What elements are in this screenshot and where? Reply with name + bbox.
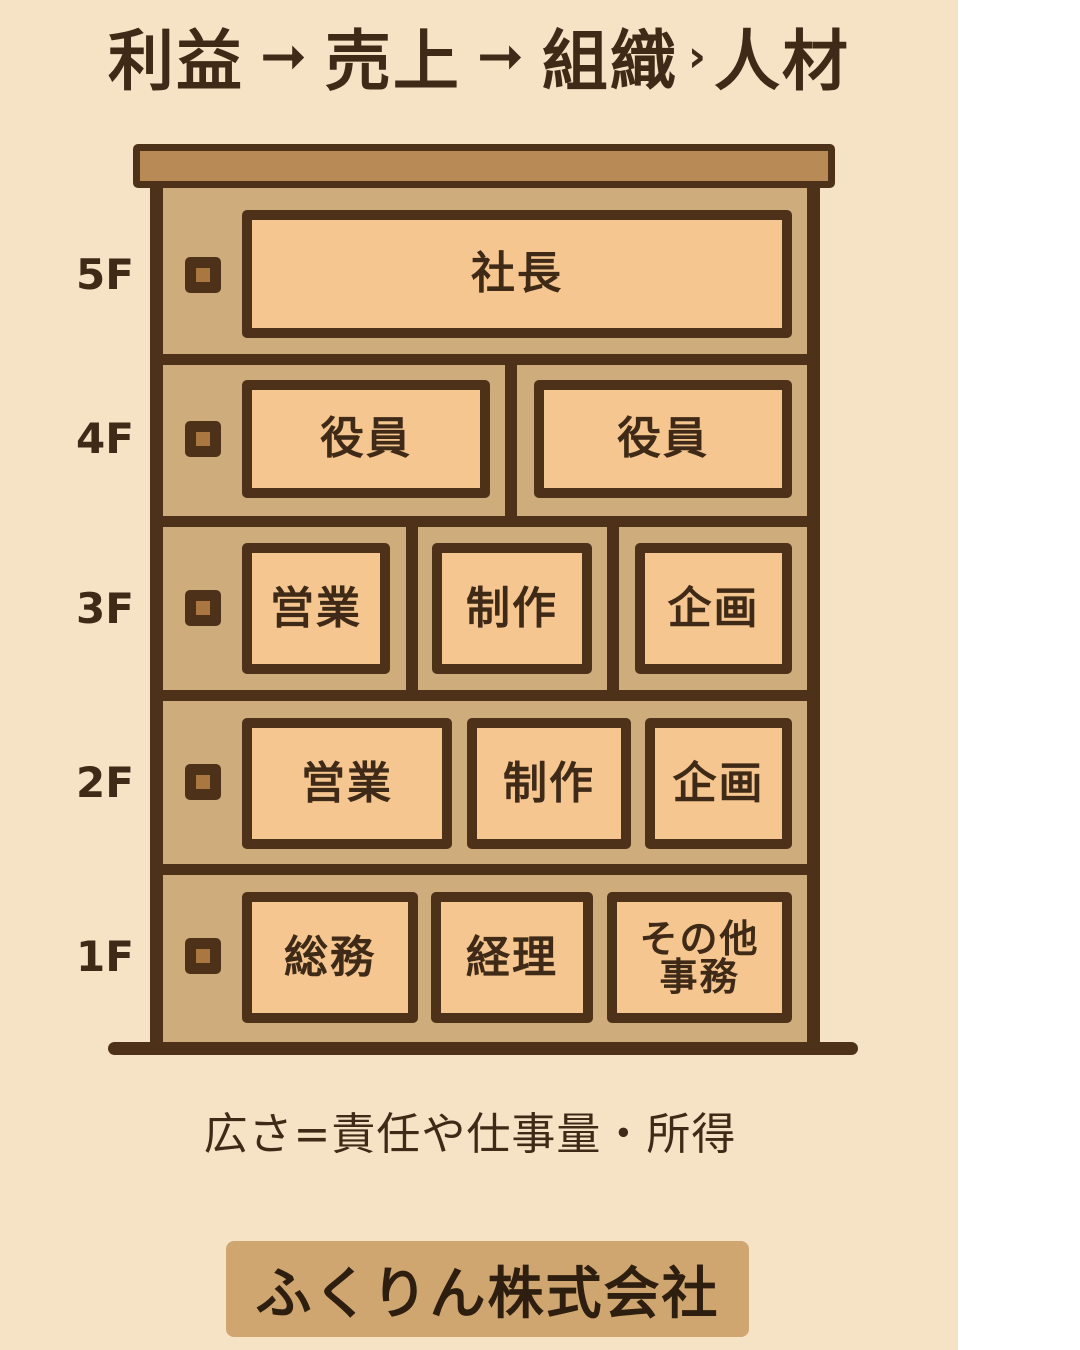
arrow-icon: ➞ xyxy=(476,23,526,89)
interior-wall xyxy=(607,526,619,690)
interior-wall xyxy=(505,364,517,516)
room-executive-2: 役員 xyxy=(534,380,792,498)
room-general-affairs: 総務 xyxy=(242,892,418,1023)
floor-label-3f: 3F xyxy=(76,584,134,633)
room-planning-2f: 企画 xyxy=(645,718,792,849)
floor-divider xyxy=(150,516,820,527)
building-roof xyxy=(133,144,835,188)
floor-divider xyxy=(150,864,820,875)
floor-label-1f: 1F xyxy=(76,932,134,981)
building-ground xyxy=(108,1042,858,1055)
room-other-office-line1: その他 xyxy=(639,916,760,961)
floor-divider xyxy=(150,690,820,701)
title-organization: 組織 xyxy=(541,23,678,100)
room-sales-3f: 営業 xyxy=(242,543,390,674)
room-other-office: その他 事務 xyxy=(607,892,792,1023)
room-accounting: 経理 xyxy=(431,892,593,1023)
interior-wall xyxy=(406,526,418,690)
floor-divider xyxy=(150,354,820,365)
title-profit: 利益 xyxy=(108,23,244,100)
room-sales-2f: 営業 xyxy=(242,718,452,849)
diagram-canvas: 利益 ➞ 売上 ➞ 組織 › 人材 5F 社長 4F 役員 役員 3F 営業 制… xyxy=(0,0,958,1350)
window-icon xyxy=(185,764,221,800)
window-icon xyxy=(185,257,221,293)
window-icon xyxy=(185,590,221,626)
window-icon xyxy=(185,938,221,974)
arrow-icon: ➞ xyxy=(260,23,309,89)
room-executive-1: 役員 xyxy=(242,380,490,498)
title-sales: 売上 xyxy=(324,23,461,100)
chevron-right-icon: › xyxy=(687,30,708,82)
room-president: 社長 xyxy=(242,210,792,338)
company-name-plate: ふくりん株式会社 xyxy=(226,1241,749,1337)
floor-label-2f: 2F xyxy=(76,758,134,807)
window-icon xyxy=(185,421,221,457)
title-talent: 人材 xyxy=(713,23,850,100)
room-other-office-line2: 事務 xyxy=(659,954,740,999)
room-planning-3f: 企画 xyxy=(635,543,792,674)
legend-caption: 広さ=責任や仕事量・所得 xyxy=(203,1109,737,1160)
room-production-3f: 制作 xyxy=(432,543,592,674)
floor-label-5f: 5F xyxy=(76,250,134,299)
room-production-2f: 制作 xyxy=(467,718,631,849)
floor-label-4f: 4F xyxy=(76,414,134,463)
diagram-title: 利益 ➞ 売上 ➞ 組織 › 人材 xyxy=(0,12,958,100)
